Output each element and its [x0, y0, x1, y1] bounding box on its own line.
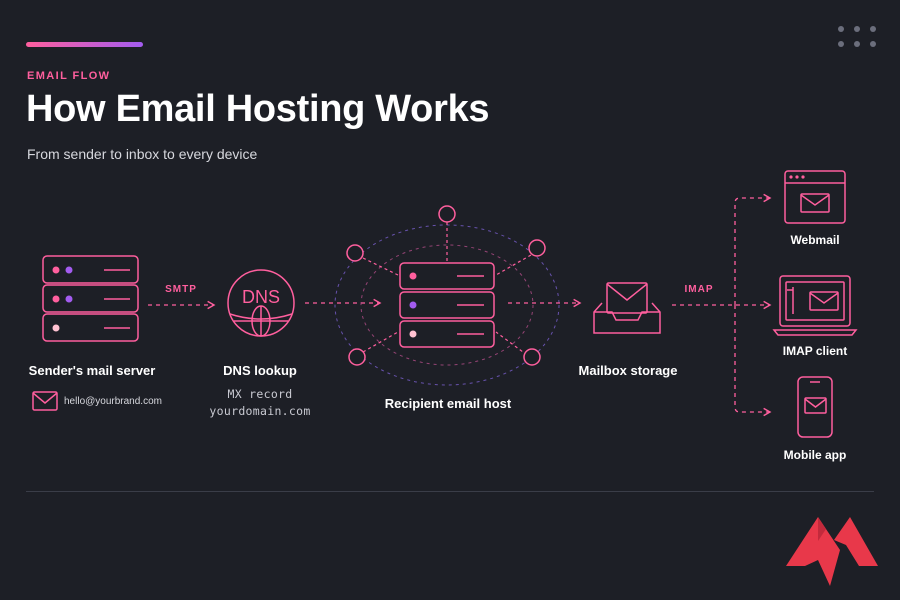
section-eyebrow: EMAIL FLOW	[27, 70, 111, 82]
network-node-icon	[346, 244, 364, 262]
sender-label: Sender's mail server	[28, 363, 156, 378]
status-led-icon	[52, 266, 60, 274]
network-node-icon	[438, 205, 456, 223]
accent-bar	[26, 42, 143, 47]
page-subtitle: From sender to inbox to every device	[27, 146, 258, 162]
laptop-mail-icon	[772, 275, 858, 336]
status-led-icon	[52, 295, 60, 303]
imap-label: IMAP	[684, 284, 714, 295]
status-led-icon	[409, 330, 417, 338]
device-label-imap-client: IMAP client	[782, 344, 848, 358]
network-node-icon	[523, 348, 541, 366]
page-title: How Email Hosting Works	[26, 88, 490, 130]
device-label-webmail: Webmail	[790, 233, 840, 247]
envelope-icon	[32, 391, 58, 411]
network-node-icon	[348, 348, 366, 366]
dns-domain: yourdomain.com	[209, 404, 311, 418]
menu-dots-icon[interactable]	[838, 26, 876, 50]
status-led-icon	[65, 266, 73, 274]
mailbox-tray-icon	[593, 282, 661, 334]
host-label: Recipient email host	[384, 396, 512, 411]
branch-line	[734, 305, 772, 417]
dns-globe-icon	[227, 269, 295, 337]
status-led-icon	[409, 272, 417, 280]
phone-mail-icon	[797, 376, 833, 438]
mailbox-label: Mailbox storage	[578, 363, 678, 378]
recipient-host-server-icon	[399, 262, 495, 348]
status-led-icon	[409, 301, 417, 309]
status-led-icon	[65, 295, 73, 303]
smtp-label: SMTP	[165, 284, 197, 295]
host-inner-ring	[360, 244, 534, 366]
network-node-icon	[528, 239, 546, 257]
dns-record: MX record	[227, 387, 293, 401]
sender-email: hello@yourbrand.com	[64, 396, 162, 407]
host-outer-ring	[334, 224, 560, 386]
sender-server-icon	[42, 255, 139, 342]
brand-logo	[786, 517, 878, 586]
dns-icon-text: DNS	[241, 287, 281, 307]
footer-divider	[26, 491, 874, 492]
branch-line	[734, 193, 772, 305]
device-label-mobile-app: Mobile app	[783, 448, 847, 462]
status-led-icon	[52, 324, 60, 332]
browser-mail-icon	[784, 170, 846, 224]
dns-label: DNS lookup	[223, 363, 297, 378]
